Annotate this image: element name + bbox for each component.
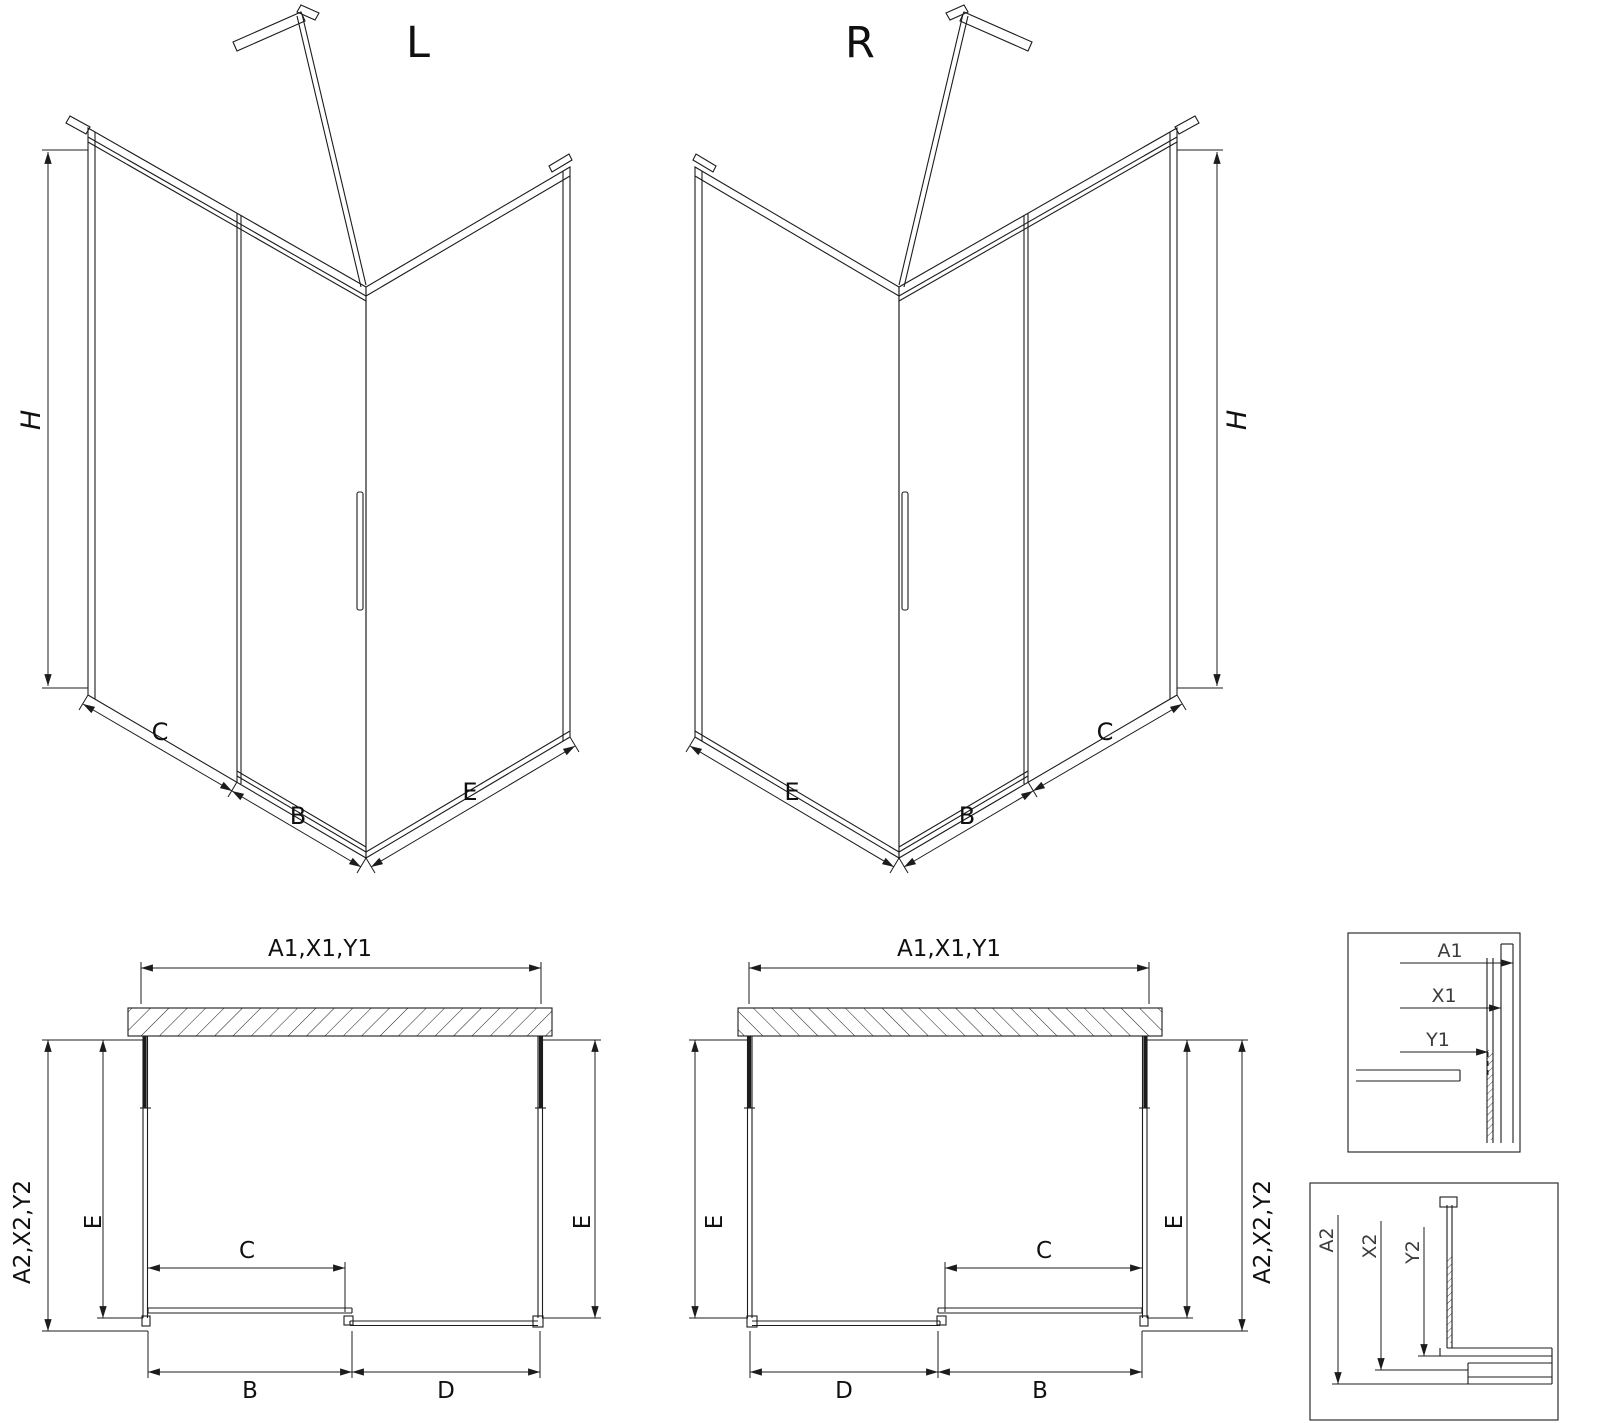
dim-label-b-left: B [290,802,306,830]
plan-left-b: B [242,1378,258,1404]
iso-dimensions [42,149,580,874]
labels-iso-left: L H C B E [16,18,478,830]
plan-left-c: C [239,1238,255,1264]
variant-left-title: L [406,18,430,68]
plan-right-d: D [835,1378,853,1404]
plan-right-e-left: E [702,1215,728,1230]
plan-right-width-total: A1,X1,Y1 [897,936,1001,962]
plan-right-b: B [1032,1378,1048,1404]
labels-details: A1 X1 Y1 A2 X2 Y2 [1316,940,1463,1265]
detail-x1-label: X1 [1431,985,1456,1007]
dim-label-b-right: B [959,802,975,830]
labels-plan-left: A1,X1,Y1 A2,X2,Y2 E E C B D [10,936,596,1404]
dim-label-e-right: E [784,778,799,806]
dim-label-c-left: C [152,718,169,746]
labels-plan-right: A1,X1,Y1 E E A2,X2,Y2 C D B [702,936,1276,1404]
detail-side-profile [1309,1182,1559,1421]
door-handle [356,491,364,611]
iso-view-right-geometry [686,5,1223,873]
plan-left-e-right: E [570,1215,596,1230]
detail-y2-label: Y2 [1402,1240,1424,1265]
plan-left-width-total: A1,X1,Y1 [268,936,372,962]
wall-section-hatched [127,1007,553,1037]
plan-view-left-geometry [42,962,601,1378]
dim-label-height-right: H [1222,410,1253,430]
detail-front-profile [1347,932,1521,1153]
detail-y1-label: Y1 [1425,1029,1450,1051]
plan-dimensions [42,962,601,1378]
dim-label-c-right: C [1097,718,1114,746]
detail-a1-label: A1 [1437,940,1462,962]
plan-right-depth-total: A2,X2,Y2 [1250,1180,1276,1284]
dim-label-height-left: H [16,410,47,430]
labels-iso-right: R H E B C [784,18,1253,830]
plan-right-e-right: E [1162,1215,1188,1230]
detail-a2-label: A2 [1316,1227,1338,1252]
dim-label-e-left: E [462,778,477,806]
variant-right-title: R [845,18,875,68]
detail-x2-label: X2 [1359,1233,1381,1258]
plan-right-c: C [1036,1238,1052,1264]
plan-view-right-geometry [689,962,1248,1378]
plan-left-depth-total: A2,X2,Y2 [10,1180,36,1284]
plan-left-d: D [437,1378,455,1404]
plan-left-e-left: E [81,1215,107,1230]
iso-view-left-geometry [42,4,580,874]
